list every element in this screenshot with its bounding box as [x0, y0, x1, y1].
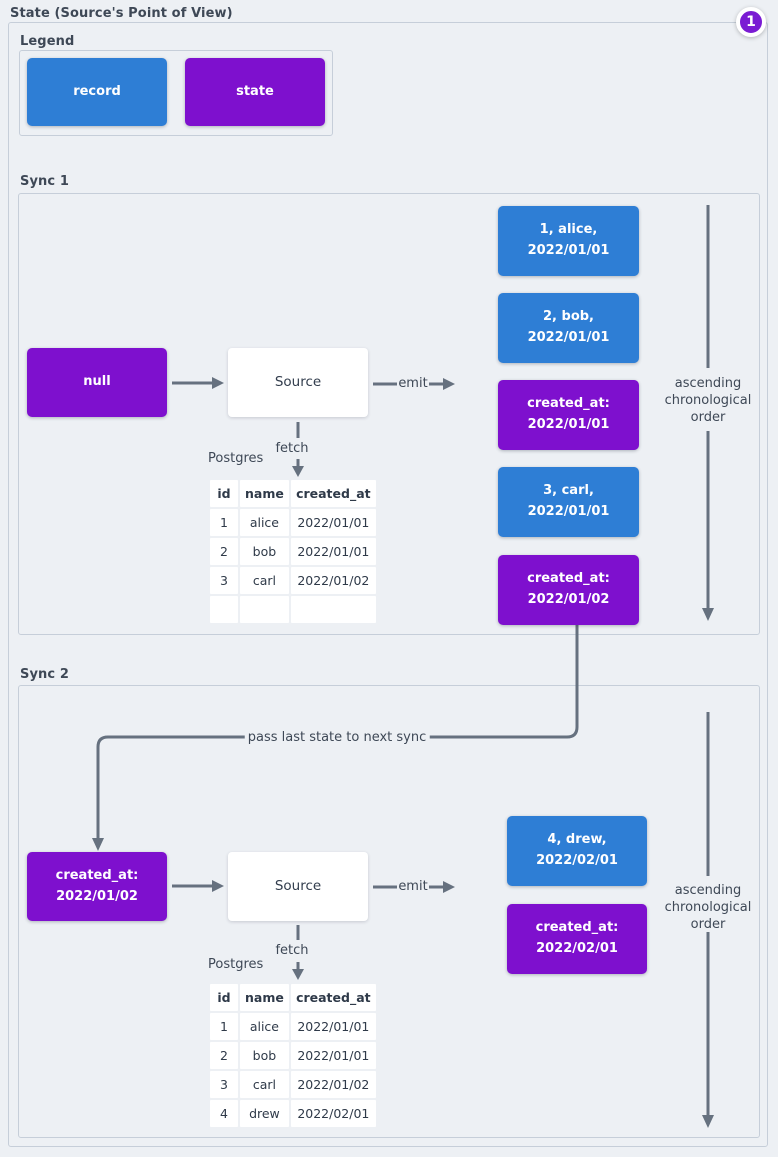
- sync1-source-node: Source: [228, 348, 368, 417]
- sync1-frame: [18, 193, 760, 635]
- table-cell: [290, 596, 376, 623]
- sync2-fetch-label: fetch: [275, 943, 309, 958]
- sync2-input-state-node: created_at: 2022/01/02: [27, 852, 167, 921]
- table-row: 1 alice 2022/01/01: [210, 1013, 376, 1040]
- sync1-emit-label: emit: [398, 376, 428, 391]
- sync2-label: Sync 2: [20, 667, 69, 682]
- outer-frame: [8, 22, 768, 1147]
- table-cell: 2022/01/01: [290, 1013, 376, 1040]
- arrowhead-icon: [702, 608, 714, 621]
- sync1-label: Sync 1: [20, 174, 69, 189]
- sync1-fetch-label: fetch: [275, 441, 309, 456]
- table-row: [210, 596, 376, 623]
- pass-state-label: pass last state to next sync: [244, 730, 430, 745]
- table-cell: alice: [240, 509, 289, 536]
- table-header-cell: id: [210, 984, 238, 1011]
- sync2-frame: [18, 685, 760, 1138]
- state-node: created_at: 2022/02/01: [507, 904, 647, 974]
- arrowhead-icon: [443, 378, 455, 390]
- arrowhead-icon: [702, 1115, 714, 1128]
- state-node: created_at: 2022/01/01: [498, 380, 639, 450]
- record-node: 1, alice, 2022/01/01: [498, 206, 639, 276]
- record-node: 4, drew, 2022/02/01: [507, 816, 647, 886]
- sync2-emit-label: emit: [398, 879, 428, 894]
- table-row: 3 carl 2022/01/02: [210, 567, 376, 594]
- sync2-postgres-label: Postgres: [208, 957, 264, 972]
- sync1-order-note: ascending chronological order: [664, 376, 752, 425]
- table-cell: [210, 596, 238, 623]
- legend-record-swatch: record: [27, 58, 167, 126]
- table-cell: bob: [240, 1042, 289, 1069]
- table-cell: drew: [240, 1100, 289, 1127]
- record-node: 3, carl, 2022/01/01: [498, 467, 639, 537]
- arrowhead-icon: [212, 880, 224, 892]
- table-header-cell: id: [210, 480, 238, 507]
- table-cell: 2022/01/01: [290, 538, 376, 565]
- sync2-postgres-table: id name created_at 1 alice 2022/01/01 2 …: [208, 982, 378, 1129]
- table-row: 1 alice 2022/01/01: [210, 509, 376, 536]
- table-cell: carl: [240, 1071, 289, 1098]
- table-cell: 3: [210, 1071, 238, 1098]
- legend-label: Legend: [20, 34, 75, 49]
- table-row: 2 bob 2022/01/01: [210, 538, 376, 565]
- table-cell: alice: [240, 1013, 289, 1040]
- table-cell: bob: [240, 538, 289, 565]
- table-cell: 2: [210, 1042, 238, 1069]
- table-cell: 2022/01/02: [290, 1071, 376, 1098]
- table-cell: 2022/01/01: [290, 1042, 376, 1069]
- sync2-order-note: ascending chronological order: [664, 883, 752, 932]
- table-cell: 3: [210, 567, 238, 594]
- legend-state-swatch: state: [185, 58, 325, 126]
- table-cell: 2022/01/02: [290, 567, 376, 594]
- arrowhead-icon: [212, 377, 224, 389]
- table-row: 4 drew 2022/02/01: [210, 1100, 376, 1127]
- table-row: 2 bob 2022/01/01: [210, 1042, 376, 1069]
- table-header-cell: name: [240, 984, 289, 1011]
- table-cell: 2022/02/01: [290, 1100, 376, 1127]
- arrowhead-icon: [292, 969, 304, 980]
- sync1-input-state-node: null: [27, 348, 167, 417]
- step-badge: 1: [736, 7, 766, 37]
- table-cell: 2022/01/01: [290, 509, 376, 536]
- table-cell: 1: [210, 509, 238, 536]
- sync1-postgres-label: Postgres: [208, 451, 264, 466]
- arrowhead-icon: [92, 838, 104, 851]
- table-cell: 1: [210, 1013, 238, 1040]
- table-cell: [240, 596, 289, 623]
- table-header-cell: name: [240, 480, 289, 507]
- sync2-source-node: Source: [228, 852, 368, 921]
- table-cell: carl: [240, 567, 289, 594]
- table-row: 3 carl 2022/01/02: [210, 1071, 376, 1098]
- arrowhead-icon: [292, 466, 304, 477]
- table-cell: 2: [210, 538, 238, 565]
- table-header-cell: created_at: [290, 480, 376, 507]
- sync1-postgres-table: id name created_at 1 alice 2022/01/01 2 …: [208, 478, 378, 625]
- legend-frame: [19, 50, 333, 136]
- table-cell: 4: [210, 1100, 238, 1127]
- arrowhead-icon: [443, 881, 455, 893]
- record-node: 2, bob, 2022/01/01: [498, 293, 639, 363]
- state-node: created_at: 2022/01/02: [498, 555, 639, 625]
- table-header-cell: created_at: [290, 984, 376, 1011]
- page-title: State (Source's Point of View): [10, 6, 233, 21]
